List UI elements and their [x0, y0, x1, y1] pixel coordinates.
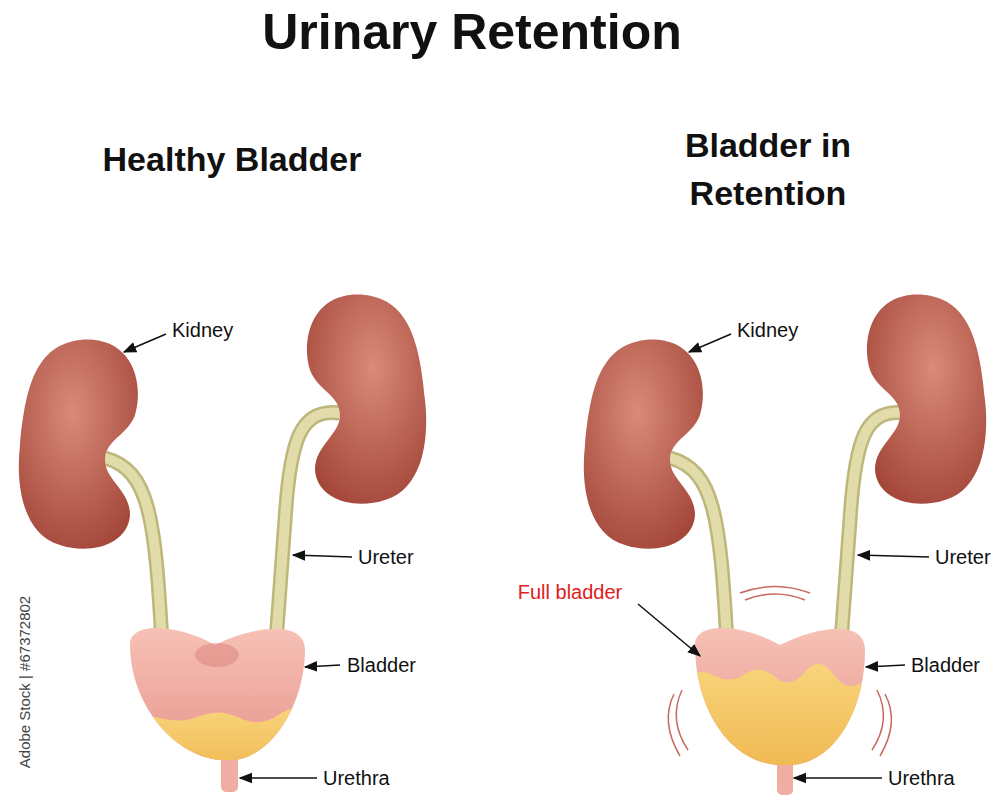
leader-lines	[124, 334, 929, 778]
kidney	[867, 295, 986, 504]
vibration-marks	[668, 587, 891, 757]
kidney	[584, 340, 703, 549]
part-label: Kidney	[737, 319, 798, 342]
part-label: Kidney	[172, 319, 233, 342]
section-heading: Bladder in Retention	[638, 122, 898, 217]
part-label: Urethra	[888, 767, 955, 790]
callout-label: Full bladder	[518, 581, 623, 604]
urine	[120, 708, 320, 780]
kidney	[19, 340, 138, 549]
section-heading: Healthy Bladder	[103, 136, 362, 184]
urine	[685, 664, 875, 780]
retention-system	[584, 295, 986, 795]
kidney	[307, 295, 426, 504]
part-label: Ureter	[935, 546, 991, 569]
healthy-system	[19, 295, 426, 792]
watermark: Adobe Stock | #67372802	[16, 596, 33, 768]
part-label: Bladder	[347, 654, 416, 677]
part-label: Bladder	[911, 654, 980, 677]
diagram-title: Urinary Retention	[262, 3, 682, 61]
part-label: Urethra	[323, 767, 390, 790]
part-label: Ureter	[358, 546, 414, 569]
